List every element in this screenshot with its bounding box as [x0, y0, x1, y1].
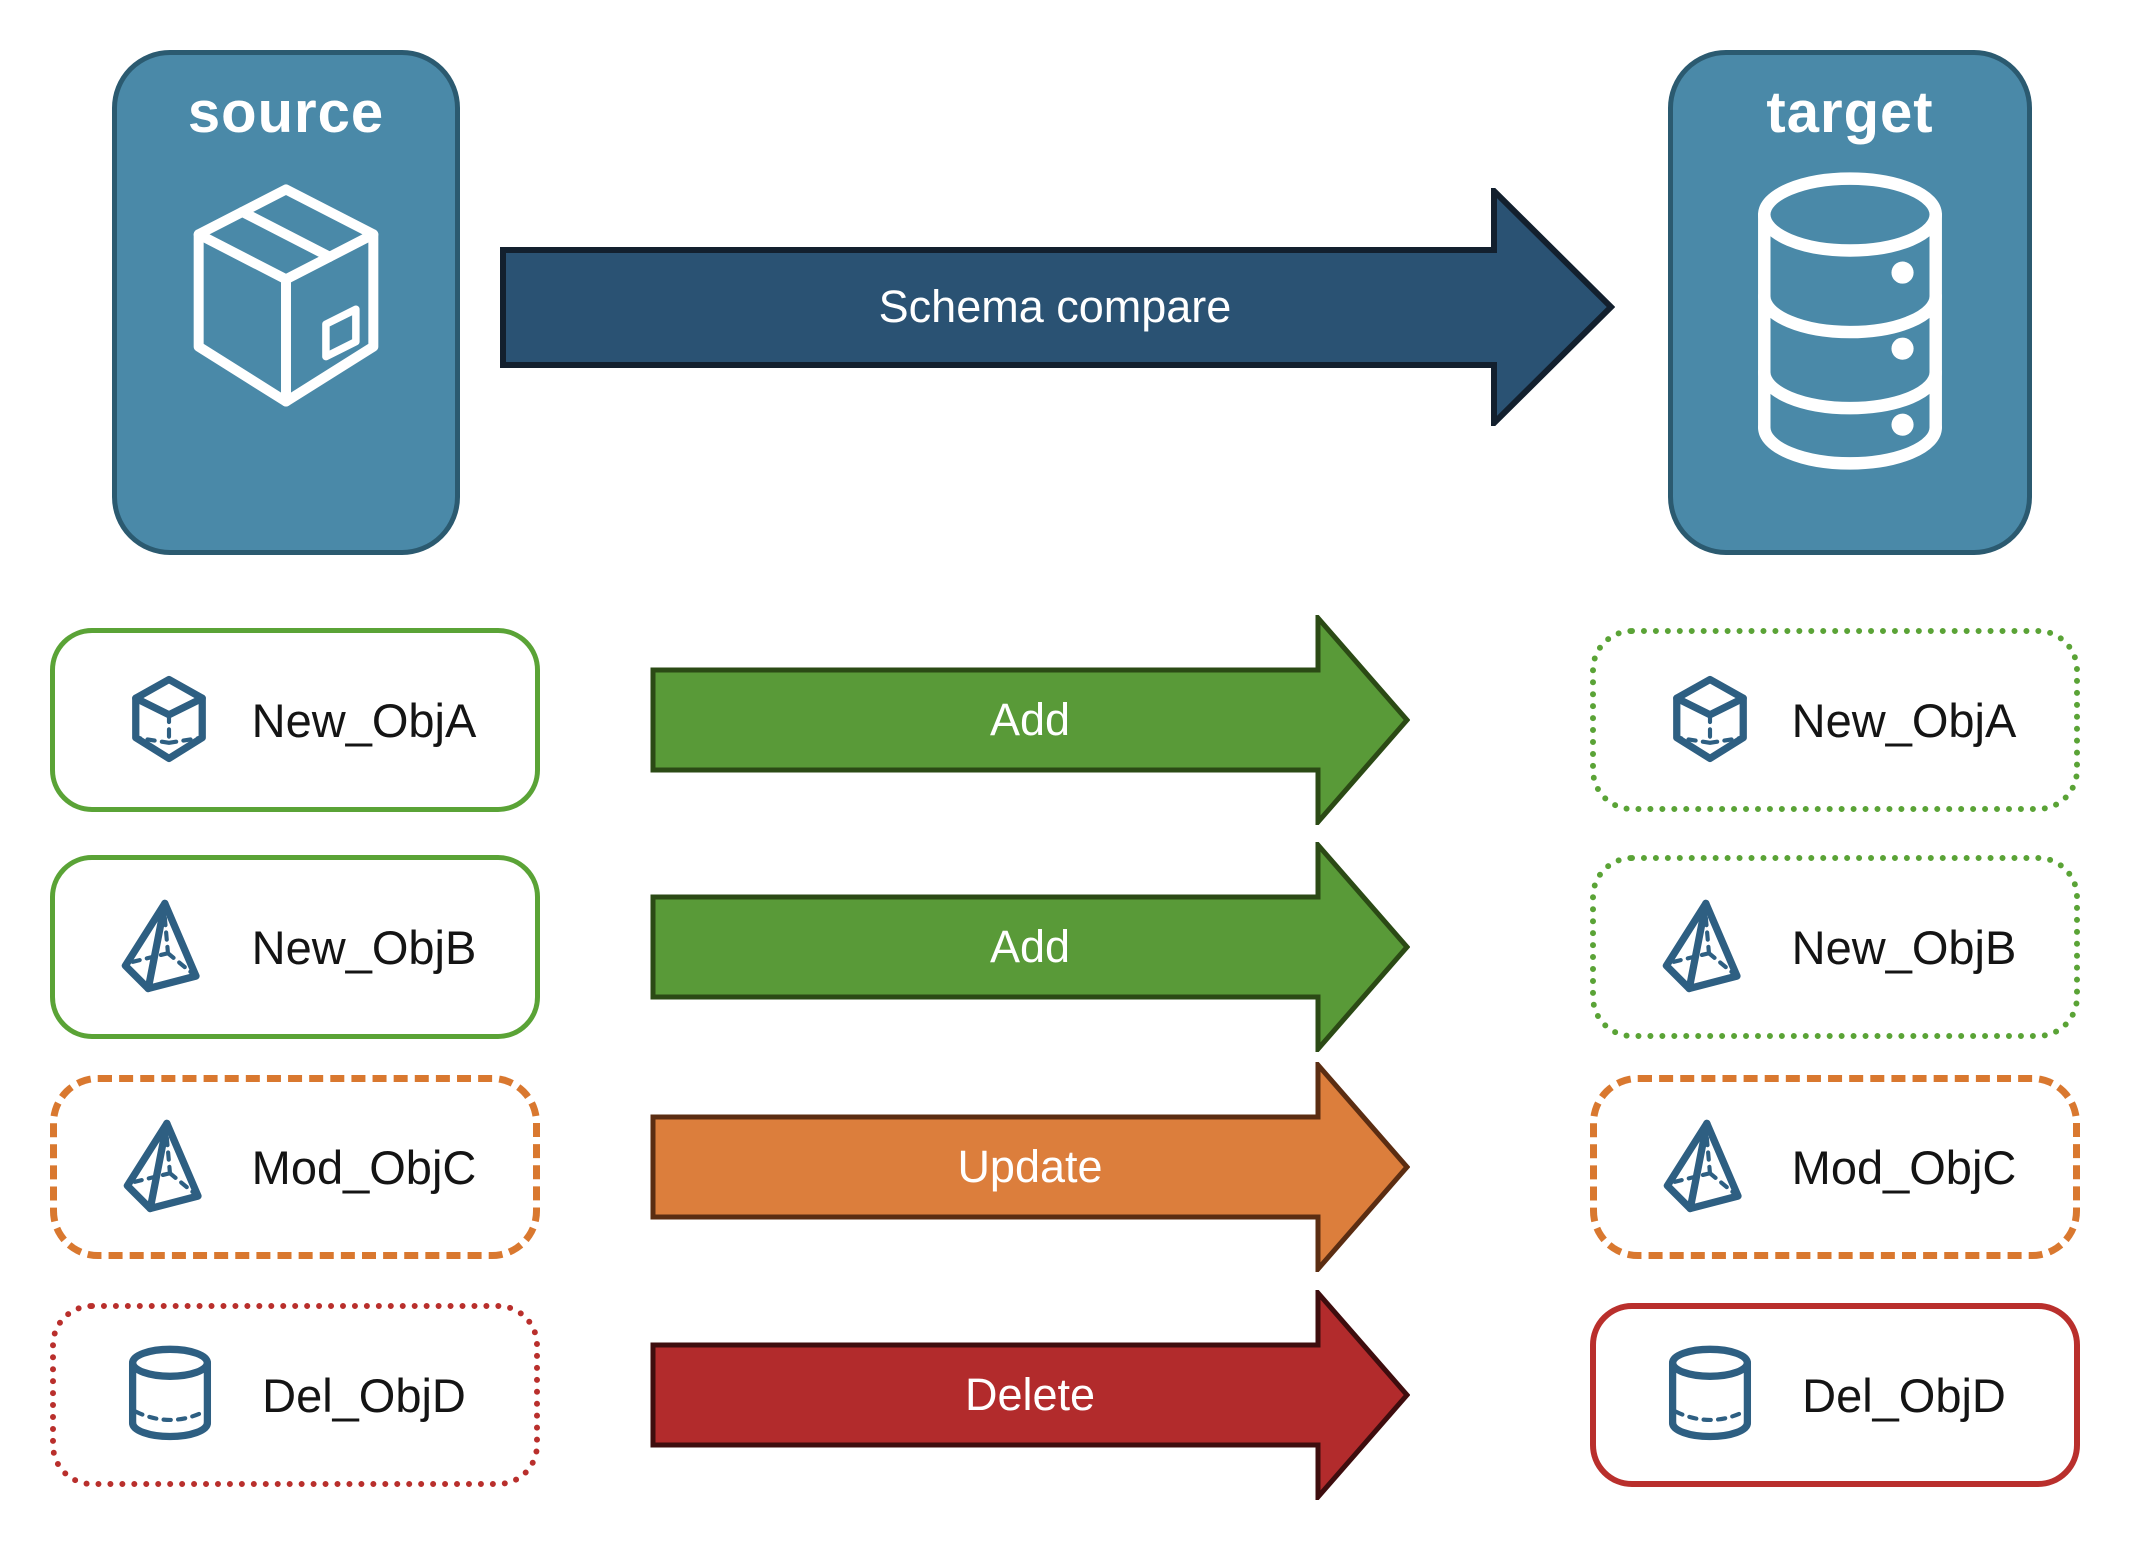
source-object-card: Del_ObjD [50, 1303, 540, 1487]
cube-icon [1658, 666, 1762, 774]
source-object-card: New_ObjA [50, 628, 540, 812]
object-label: New_ObjA [251, 693, 477, 747]
pyramid-icon [117, 893, 221, 1001]
target-node: target [1668, 50, 2032, 555]
add-arrow-label: Add [989, 694, 1071, 745]
schema-compare-arrow [500, 188, 1615, 426]
add-arrow [650, 842, 1410, 1052]
update-arrow [650, 1062, 1410, 1272]
target-object-card: New_ObjA [1590, 628, 2080, 812]
target-object-card: New_ObjB [1590, 855, 2080, 1039]
cylinder-icon [118, 1341, 222, 1449]
delete-arrow [650, 1290, 1410, 1500]
delete-arrow-label: Delete [964, 1369, 1096, 1420]
add-arrow-label: Add [989, 921, 1071, 972]
target-object-card: Mod_ObjC [1590, 1075, 2080, 1259]
object-label: New_ObjB [251, 920, 477, 974]
source-object-card: New_ObjB [50, 855, 540, 1039]
source-node: source [112, 50, 460, 555]
object-label: New_ObjB [1791, 920, 2017, 974]
add-arrow [650, 615, 1410, 825]
object-label: Mod_ObjC [251, 1140, 477, 1194]
update-arrow-label: Update [957, 1141, 1103, 1192]
cube-icon [117, 666, 221, 774]
pyramid-icon [1658, 893, 1762, 1001]
cylinder-icon [1658, 1341, 1762, 1449]
object-label: Del_ObjD [262, 1368, 466, 1422]
object-label: Mod_ObjC [1791, 1140, 2017, 1194]
object-label: Del_ObjD [1802, 1368, 2006, 1422]
target-title: target [1766, 80, 1934, 145]
pyramid-icon [1659, 1113, 1763, 1221]
object-label: New_ObjA [1791, 693, 2017, 747]
source-object-card: Mod_ObjC [50, 1075, 540, 1259]
pyramid-icon [119, 1113, 223, 1221]
target-object-card: Del_ObjD [1590, 1303, 2080, 1487]
source-title: source [187, 80, 385, 145]
schema-compare-label: Schema compare [878, 281, 1232, 332]
package-icon [161, 162, 411, 424]
database-icon [1739, 162, 1961, 480]
